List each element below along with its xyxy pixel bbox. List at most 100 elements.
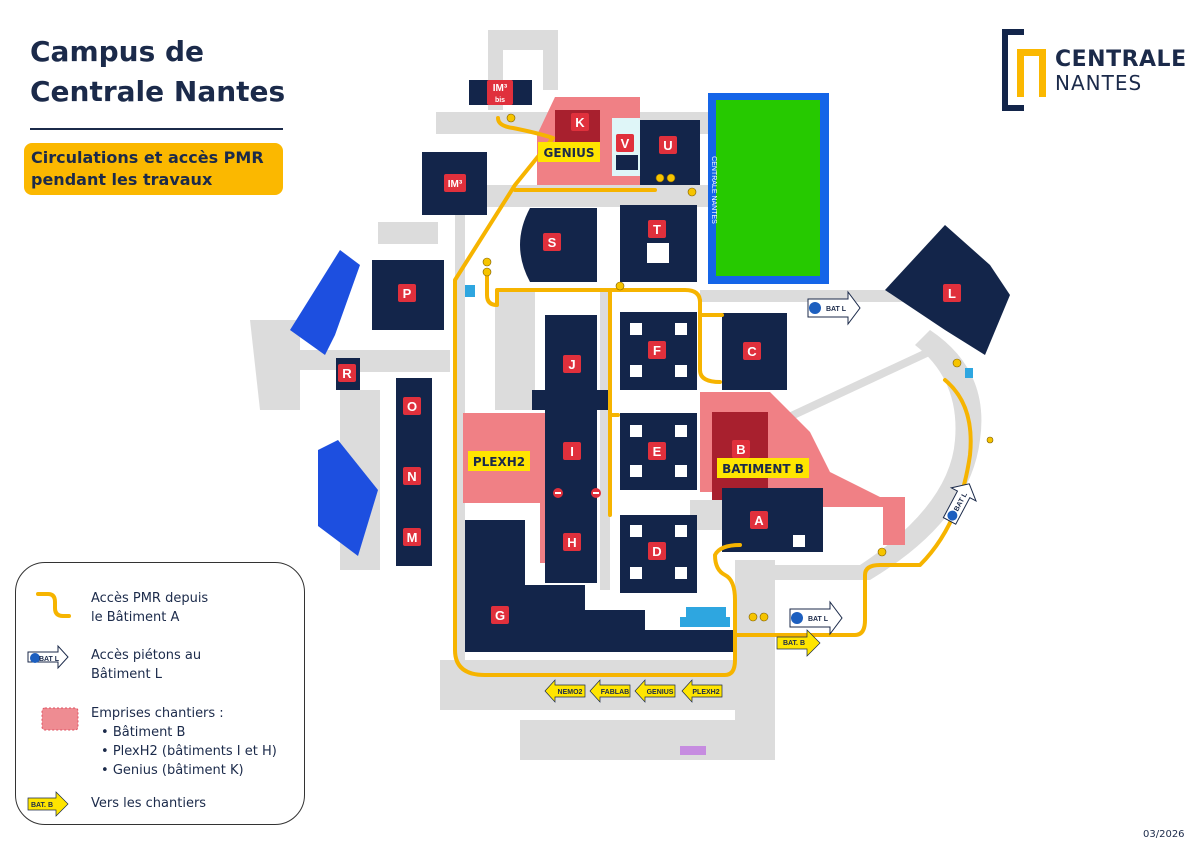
- building-e-label: E: [648, 442, 666, 460]
- building-m-label: M: [403, 528, 421, 546]
- blue-buildings: [290, 250, 378, 556]
- arrow-sign-nemo2: NEMO2: [544, 679, 586, 703]
- courtyards: [630, 243, 805, 579]
- logo-text: CENTRALE: [1055, 47, 1187, 72]
- field-label: CENTRALE NANTES: [710, 156, 717, 224]
- label-badge: [616, 134, 634, 152]
- legend-text: Emprises chantiers :: [91, 706, 224, 721]
- building-u-label: U: [659, 136, 677, 154]
- building-letter: S: [548, 235, 557, 250]
- parking-areas: [465, 285, 973, 627]
- building-letter: B: [736, 442, 745, 457]
- building-letter: U: [663, 138, 672, 153]
- svg-text:IM³: IM³: [493, 83, 508, 94]
- pedestrian-sign-bat-l: BAT L: [789, 600, 843, 636]
- subtitle-badge: Circulations et accès PMR pendant les tra…: [24, 143, 283, 195]
- building-o-label: O: [403, 397, 421, 415]
- label-badge: [571, 113, 589, 131]
- building-letter: D: [652, 544, 661, 559]
- building-letter: I: [570, 444, 574, 459]
- plexh2-site-label: PLEXH2: [473, 455, 525, 469]
- building-f-label: F: [648, 341, 666, 359]
- label-badge: [743, 342, 761, 360]
- logo-text: NANTES: [1055, 71, 1143, 95]
- building-letter: K: [575, 115, 585, 130]
- pmr-route-swatch-icon: [36, 592, 71, 618]
- legend-works-item: Genius (bâtiment K): [101, 761, 277, 780]
- building-n-label: N: [403, 467, 421, 485]
- label-badge: [648, 542, 666, 560]
- centrale-nantes-logo: CENTRALE NANTES: [1002, 29, 1186, 111]
- building-letter: V: [621, 136, 630, 151]
- building-b-label: B: [732, 440, 750, 458]
- subtitle-line: Circulations et accès PMR: [31, 148, 264, 167]
- site-labels: GENIUS PLEXH2 BATIMENT B: [468, 142, 809, 478]
- works-zone-swatch-icon: [41, 707, 79, 731]
- legend-text: Bâtiment L: [91, 667, 162, 682]
- building-im3bis-label: IM³ bis: [487, 80, 513, 105]
- building-p-label: P: [398, 284, 416, 302]
- label-badge: [659, 136, 677, 154]
- title-line: Centrale Nantes: [30, 75, 286, 108]
- svg-text:NEMO2: NEMO2: [558, 689, 583, 696]
- pedestrian-sign-icon: BAT L: [27, 644, 69, 670]
- building-d-label: D: [648, 542, 666, 560]
- building-s-label: S: [543, 233, 561, 251]
- date-label: 03/2026: [1143, 829, 1185, 840]
- arrow-sign-bat-b: BAT. B: [776, 629, 821, 657]
- svg-text:bis: bis: [495, 97, 505, 104]
- building-t-label: T: [648, 220, 666, 238]
- building-r-label: R: [338, 364, 356, 382]
- label-badge: [563, 355, 581, 373]
- label-badge: [491, 606, 509, 624]
- legend-pmr: Accès PMR depuis le Bâtiment A: [91, 589, 208, 627]
- roads: [250, 30, 982, 760]
- svg-text:BAT. B: BAT. B: [783, 640, 805, 647]
- label-badge: [563, 442, 581, 460]
- building-g-label: G: [491, 606, 509, 624]
- building-letter: P: [403, 286, 412, 301]
- title-line: Campus de: [30, 35, 205, 68]
- building-i-label: I: [563, 442, 581, 460]
- pedestrian-sign-bat-l: BAT L: [807, 290, 861, 326]
- batiment-b-site-label: BATIMENT B: [722, 462, 804, 476]
- building-h-label: H: [563, 533, 581, 551]
- arrow-sign-plexh2: PLEXH2: [681, 679, 723, 703]
- legend-text: Accès PMR depuis: [91, 591, 209, 606]
- building-a-label: A: [750, 511, 768, 529]
- building-c-label: C: [743, 342, 761, 360]
- svg-text:BAT L: BAT L: [808, 616, 829, 623]
- label-badge: [403, 528, 421, 546]
- label-badge: [338, 364, 356, 382]
- building-im3-label: IM³: [444, 174, 466, 192]
- legend-symbols: BAT L BAT. B: [27, 592, 79, 817]
- subtitle-line: pendant les travaux: [31, 170, 213, 189]
- logo-mark-icon: [1002, 29, 1046, 111]
- building-letter: M: [407, 530, 418, 545]
- title-divider: [30, 128, 283, 130]
- building-letter: R: [342, 366, 352, 381]
- label-badge: [648, 341, 666, 359]
- building-letter: C: [747, 344, 757, 359]
- zone-marker: [680, 746, 706, 755]
- label-badge: [648, 220, 666, 238]
- legend-works: Emprises chantiers : Bâtiment BPlexH2 (b…: [91, 704, 277, 780]
- svg-text:PLEXH2: PLEXH2: [692, 689, 719, 696]
- legend-works-item: PlexH2 (bâtiments I et H): [101, 742, 277, 761]
- label-badge: [403, 397, 421, 415]
- building-letter: O: [407, 399, 417, 414]
- svg-text:FABLAB: FABLAB: [601, 689, 629, 696]
- building-v-label: V: [616, 134, 634, 152]
- building-letter: J: [568, 357, 575, 372]
- legend-text: le Bâtiment A: [91, 610, 180, 625]
- label-badge: [732, 440, 750, 458]
- towards-works-sign-icon: BAT. B: [27, 791, 69, 817]
- no-entry-icon: [591, 488, 601, 498]
- building-letter: H: [567, 535, 576, 550]
- svg-text:IM³: IM³: [448, 179, 463, 190]
- building-labels: IM³ bis IM³: [444, 80, 513, 192]
- label-badge: [398, 284, 416, 302]
- label-badge: [648, 442, 666, 460]
